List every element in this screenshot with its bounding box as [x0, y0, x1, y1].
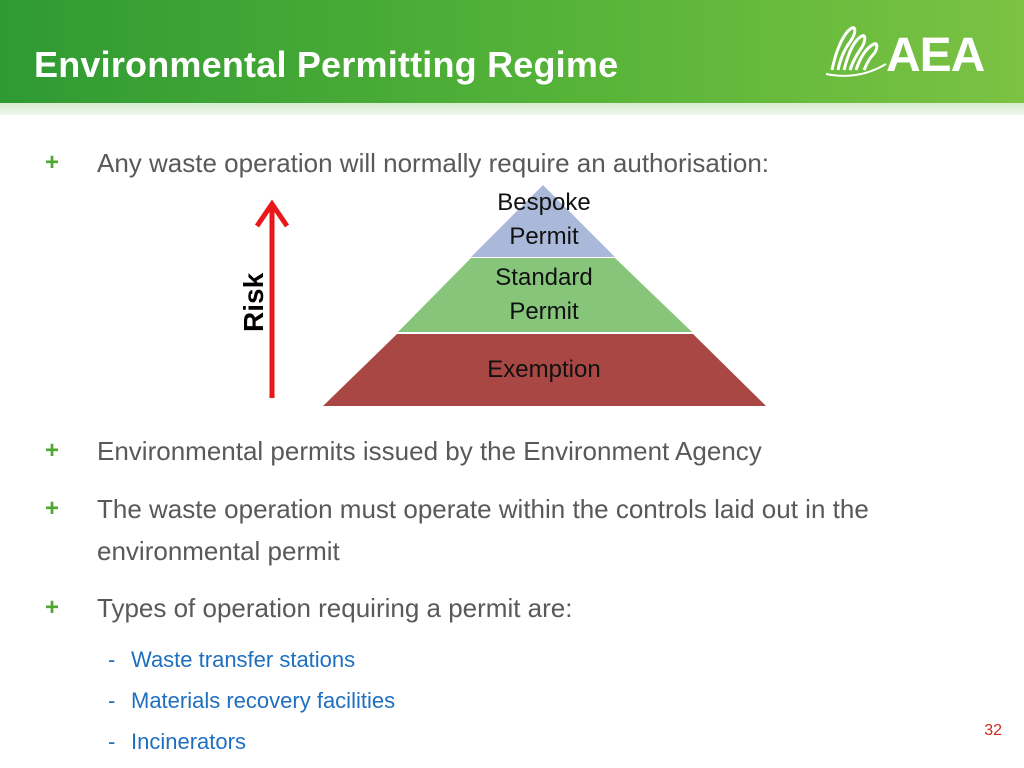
pyramid-label-standard: Standard Permit — [472, 261, 616, 329]
bullet-plus-icon: + — [45, 495, 60, 522]
pyramid-label-line: Permit — [509, 223, 579, 250]
header-divider — [0, 103, 1024, 115]
sub-bullet-dash: - — [108, 729, 116, 754]
bullet-text: The waste operation must operate within … — [97, 494, 869, 566]
slide-title: Environmental Permitting Regime — [34, 44, 619, 85]
pyramid-label-exemption: Exemption — [444, 353, 644, 387]
pyramid-label-line: Bespoke — [497, 189, 591, 216]
risk-axis-label: Risk — [238, 272, 269, 332]
bullet-text: Any waste operation will normally requir… — [97, 148, 770, 178]
sub-bullet-text: Incinerators — [131, 729, 246, 754]
pyramid-label-line: Permit — [509, 298, 579, 325]
sub-bullet-dash: - — [108, 688, 116, 713]
page-number: 32 — [984, 722, 1002, 739]
risk-arrow-head-icon — [254, 199, 290, 228]
bullet-plus-icon: + — [45, 437, 60, 464]
bullet-text: Types of operation requiring a permit ar… — [97, 593, 573, 623]
pyramid-label-line: Standard — [495, 264, 593, 291]
bullet-plus-icon: + — [45, 594, 60, 621]
pyramid-label-line: Exemption — [487, 356, 601, 383]
logo-text: AEA — [886, 29, 985, 82]
aea-logo: AEA — [822, 18, 1007, 88]
slide-header: Environmental Permitting Regime AEA — [0, 0, 1024, 103]
sub-bullet-text: Materials recovery facilities — [131, 688, 396, 713]
pyramid-label-bespoke: Bespoke Permit — [472, 186, 616, 254]
bullet-text: Environmental permits issued by the Envi… — [97, 436, 762, 466]
aea-swirl-icon — [825, 26, 887, 77]
bullet-plus-icon: + — [45, 149, 60, 176]
sub-bullet-dash: - — [108, 647, 116, 672]
sub-bullet-text: Waste transfer stations — [131, 647, 356, 672]
